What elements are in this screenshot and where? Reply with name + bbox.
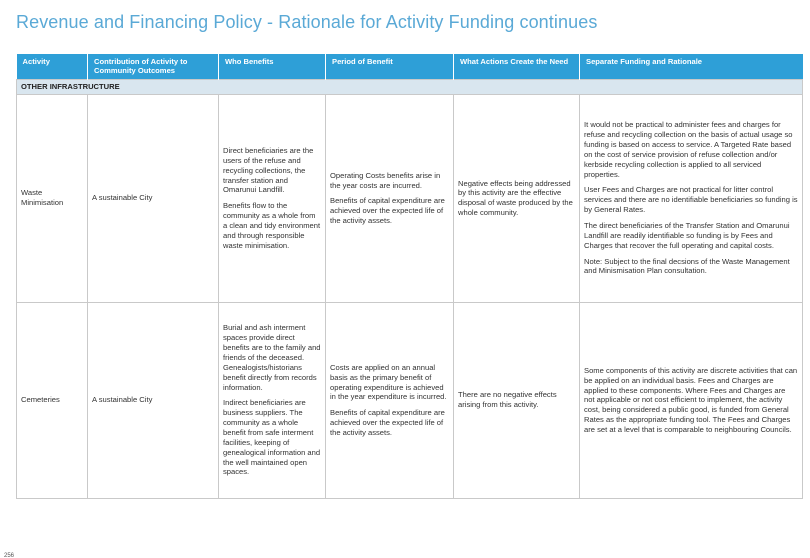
funding-cell: Some components of this activity are dis…	[579, 301, 803, 499]
paragraph: Operating Costs benefits arise in the ye…	[330, 170, 441, 190]
paragraph: Some components of this activity are dis…	[584, 365, 798, 434]
rationale-table: Activity Contribution of Activity to Com…	[16, 54, 803, 499]
activity-cell: Waste Minimisation	[16, 93, 88, 303]
activity-cell: Cemeteries	[16, 301, 88, 499]
header-period-of-benefit: Period of Benefit	[325, 54, 454, 80]
paragraph: User Fees and Charges are not practical …	[584, 185, 798, 215]
paragraph: Burial and ash interment spaces provide …	[223, 323, 321, 392]
paragraph: Direct beneficiaries are the users of th…	[223, 146, 314, 195]
table-row: Cemeteries A sustainable City Burial and…	[16, 301, 803, 499]
paragraph: Indirect beneficiaries are business supp…	[223, 398, 321, 477]
page-title: Revenue and Financing Policy - Rationale…	[16, 12, 598, 32]
paragraph: It would not be practical to administer …	[584, 120, 793, 179]
header-contribution: Contribution of Activity to Community Ou…	[87, 54, 219, 80]
paragraph: Note: Subject to the final decsions of t…	[584, 256, 790, 276]
contribution-cell: A sustainable City	[87, 301, 219, 499]
contribution-cell: A sustainable City	[87, 93, 219, 303]
paragraph: Benefits of capital expenditure are achi…	[330, 408, 445, 437]
header-funding-rationale: Separate Funding and Rationale	[579, 54, 803, 80]
header-actions-create-need: What Actions Create the Need	[453, 54, 580, 80]
header-who-benefits: Who Benefits	[218, 54, 326, 80]
paragraph: The direct beneficiaries of the Transfer…	[584, 221, 790, 250]
paragraph: Benefits of capital expenditure are achi…	[330, 196, 445, 226]
section-row: OTHER INFRASTRUCTURE	[16, 78, 803, 95]
page-number: 256	[4, 553, 15, 558]
table-row: Waste Minimisation A sustainable City Di…	[16, 93, 803, 303]
paragraph: Costs are applied on an annual basis as …	[330, 362, 447, 402]
who-benefits-cell: Direct beneficiaries are the users of th…	[218, 93, 326, 303]
paragraph: Benefits flow to the community as a whol…	[223, 201, 321, 250]
actions-cell: Negative effects being addressed by this…	[453, 93, 580, 303]
section-label: OTHER INFRASTRUCTURE	[16, 78, 803, 95]
actions-cell: There are no negative effects arising fr…	[453, 301, 580, 499]
who-benefits-cell: Burial and ash interment spaces provide …	[218, 301, 326, 499]
table-header-row: Activity Contribution of Activity to Com…	[16, 54, 803, 80]
funding-cell: It would not be practical to administer …	[579, 93, 803, 303]
header-activity: Activity	[16, 54, 88, 80]
period-cell: Costs are applied on an annual basis as …	[325, 301, 454, 499]
period-cell: Operating Costs benefits arise in the ye…	[325, 93, 454, 303]
